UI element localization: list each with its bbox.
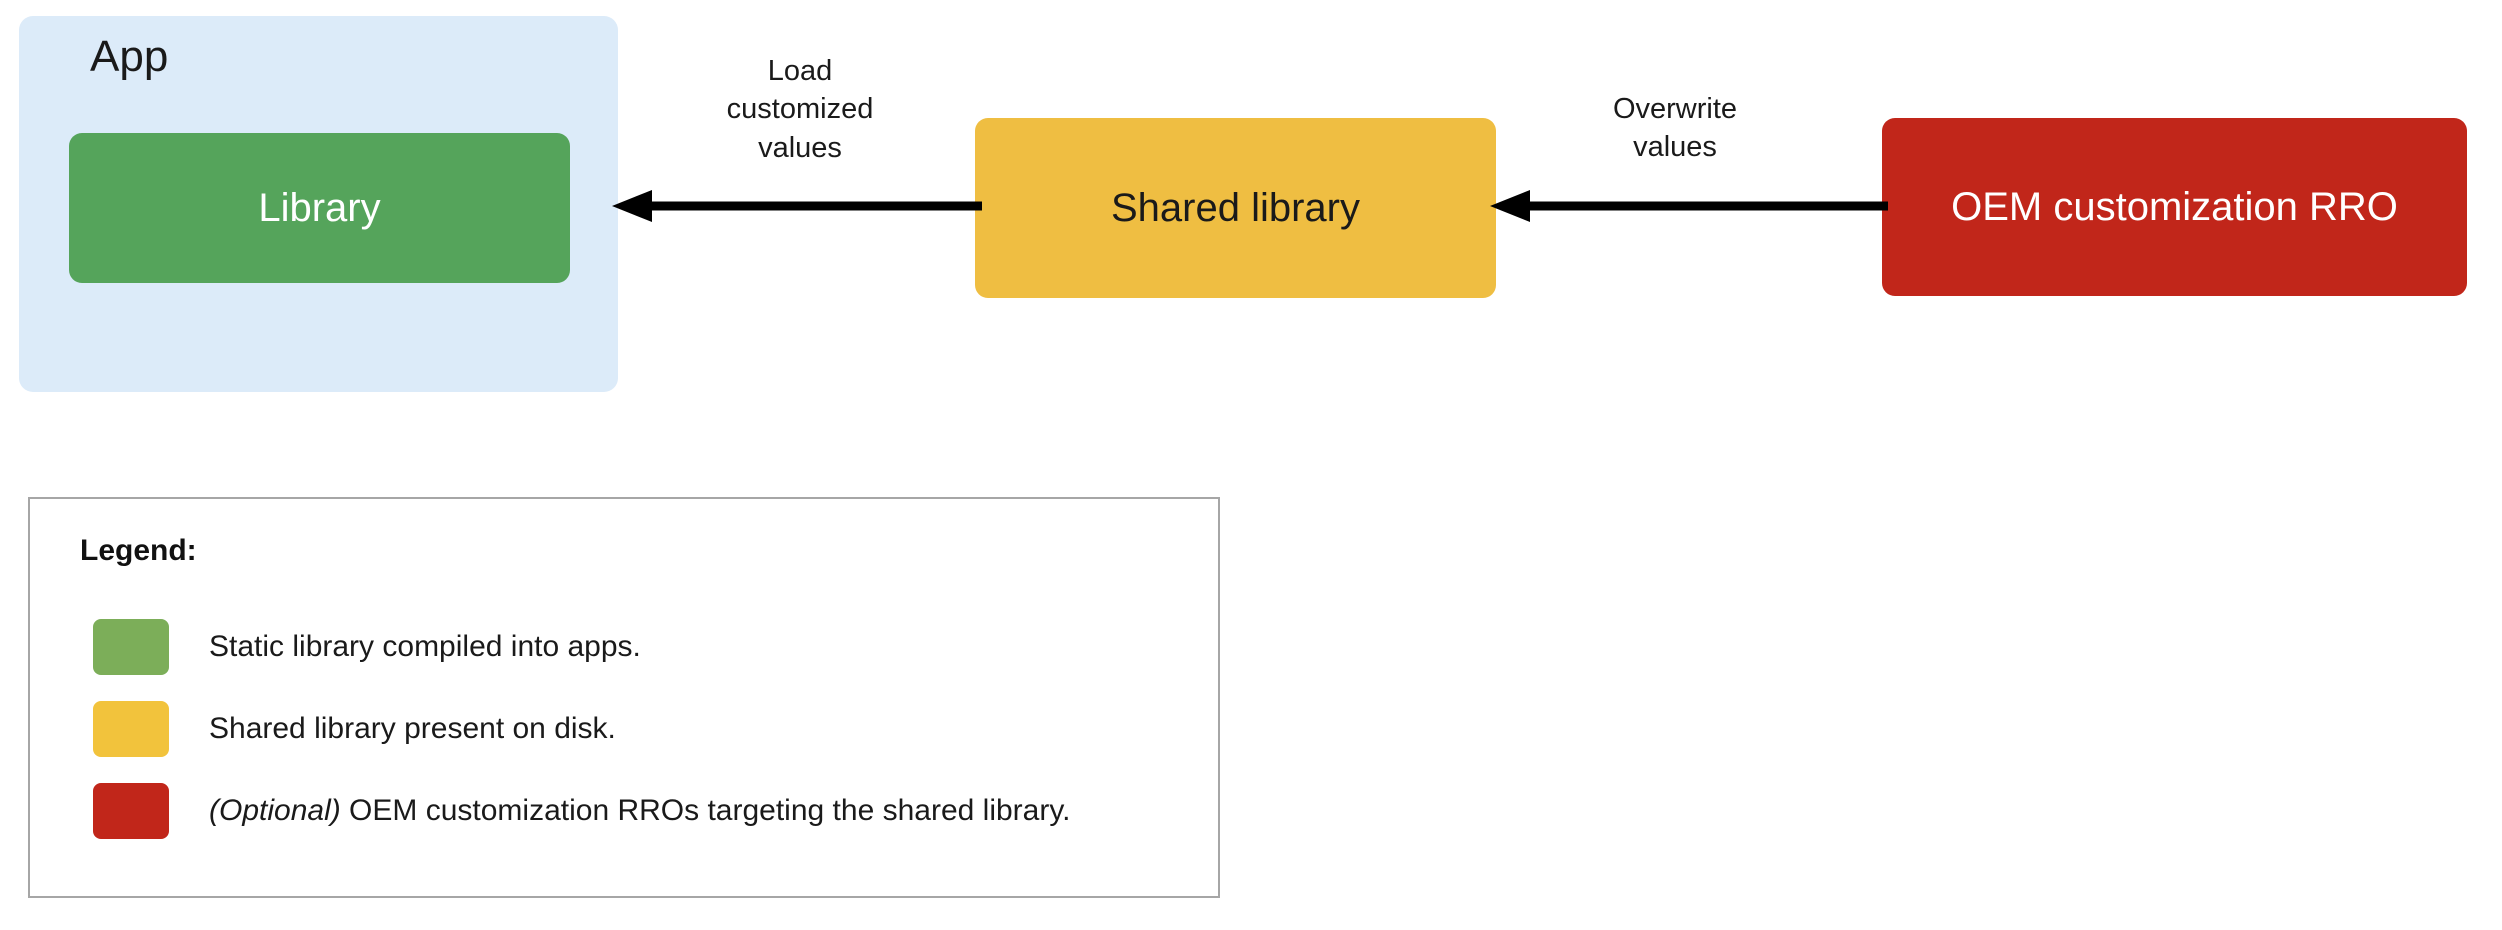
node-shared-library-label: Shared library <box>1110 186 1360 230</box>
legend-swatch-oem-rro <box>93 782 169 839</box>
app-container-label: App <box>90 32 169 81</box>
legend-box: Legend: Static library compiled into app… <box>28 497 1220 898</box>
legend-item: (Optional) OEM customization RROs target… <box>30 782 1218 839</box>
legend-label-shared-library: Shared library present on disk. <box>209 711 616 745</box>
arrow-left-icon-overwrite <box>1490 186 1888 226</box>
node-oem-customization-rro-label: OEM customization RRO <box>1951 185 2398 229</box>
node-oem-customization-rro[interactable]: OEM customization RRO <box>1882 118 2467 296</box>
legend-label-static-library: Static library compiled into apps. <box>209 629 641 663</box>
legend-swatch-static-library <box>93 618 169 675</box>
arrow-left-icon-load <box>612 186 982 226</box>
legend-item: Static library compiled into apps. <box>30 618 1218 675</box>
legend-swatch-shared-library <box>93 700 169 757</box>
legend-optional-text: OEM customization RROs targeting the sha… <box>340 793 1071 827</box>
node-shared-library[interactable]: Shared library <box>975 118 1496 298</box>
edge-label-load-customized-values: Load customized values <box>726 55 874 164</box>
edge-label-overwrite-values: Overwrite values <box>1612 93 1738 164</box>
legend-optional-prefix: (Optional) <box>209 793 341 827</box>
legend-item: Shared library present on disk. <box>30 700 1218 757</box>
node-library-label: Library <box>258 186 381 230</box>
legend-items: Static library compiled into apps. Share… <box>30 618 1218 867</box>
node-library[interactable]: Library <box>69 133 570 283</box>
legend-title: Legend: <box>80 534 197 567</box>
legend-label-oem-rro: (Optional) OEM customization RROs target… <box>209 793 1070 829</box>
